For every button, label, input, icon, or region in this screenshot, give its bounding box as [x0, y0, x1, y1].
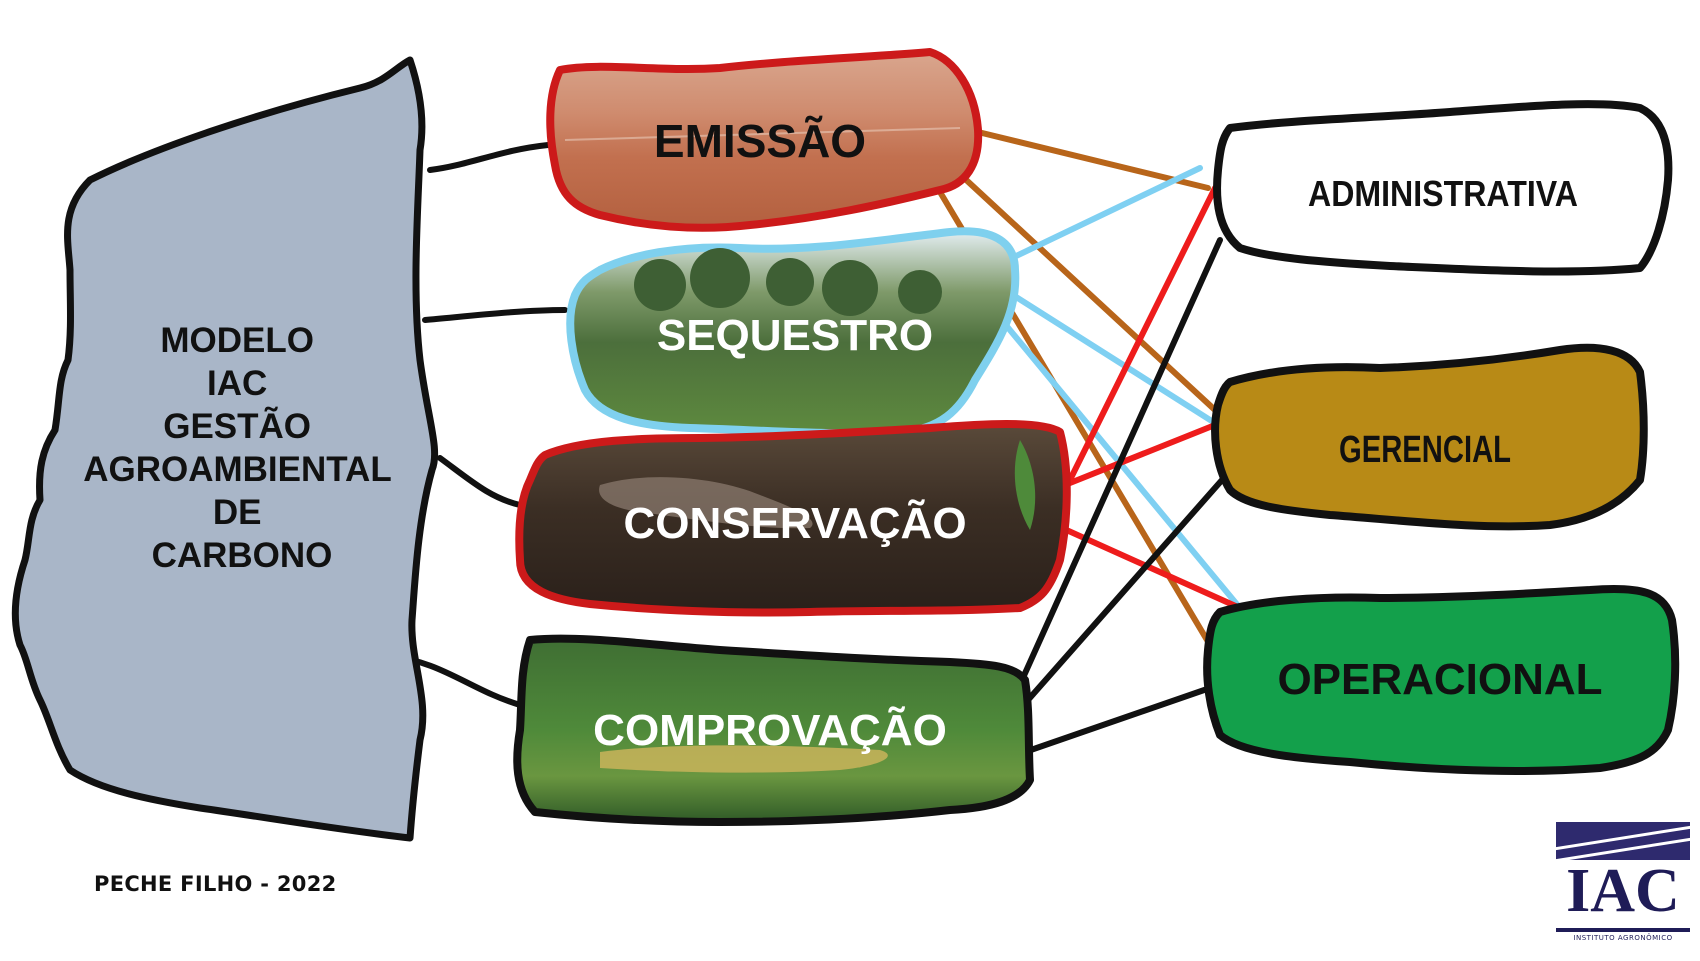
iac-logo: IAC INSTITUTO AGRONÔMICO — [1556, 822, 1690, 950]
conservacao-label: CONSERVAÇÃO — [623, 498, 966, 548]
stage-conservacao: CONSERVAÇÃO — [515, 420, 1071, 617]
model-line-4: AGROAMBIENTAL — [83, 450, 391, 489]
model-node: MODELO IAC GESTÃO AGROAMBIENTAL DE CARBO… — [11, 56, 439, 842]
model-line-6: CARBONO — [152, 536, 333, 575]
link-sequestro-administrativa — [1009, 165, 1203, 261]
stage-emissao: EMISSÃO — [546, 48, 983, 232]
link-comprovacao-administrativa — [1019, 237, 1223, 683]
link-comprovacao-gerencial — [1025, 477, 1225, 703]
model-line-5: DE — [213, 493, 262, 532]
logo-rule — [1556, 928, 1690, 932]
level-operacional: OPERACIONAL — [1203, 584, 1680, 775]
connector-model-emissao — [427, 142, 551, 173]
sequestro-label: SEQUESTRO — [657, 311, 933, 360]
emissao-label: EMISSÃO — [654, 115, 866, 167]
link-comprovacao-operacional — [1022, 685, 1213, 755]
conservacao-leaf — [1014, 440, 1036, 530]
logo-subtitle: INSTITUTO AGRONÔMICO — [1573, 934, 1673, 942]
operacional-blob — [1203, 584, 1680, 775]
link-conservacao-gerencial — [1062, 422, 1218, 488]
connector-model-conservacao — [437, 455, 523, 508]
connector-model-sequestro — [422, 307, 568, 323]
logo-band — [1556, 822, 1690, 860]
logo-text: IAC — [1566, 857, 1680, 925]
gerencial-label: GERENCIAL — [1339, 429, 1511, 471]
model-blob — [11, 56, 439, 842]
level-administrativa: ADMINISTRATIVA — [1213, 100, 1673, 276]
stage-comprovacao: COMPROVAÇÃO — [513, 634, 1034, 826]
model-line-3: GESTÃO — [163, 407, 311, 446]
link-sequestro-gerencial — [1002, 287, 1221, 428]
link-emissao-gerencial — [947, 162, 1218, 413]
link-emissao-administrativa — [975, 129, 1211, 191]
gerencial-blob — [1211, 343, 1648, 531]
link-conservacao-operacional — [1059, 525, 1243, 611]
author-credit: PECHE FILHO - 2022 — [94, 872, 337, 896]
emissao-blob — [546, 48, 983, 232]
administrativa-label: ADMINISTRATIVA — [1308, 173, 1578, 214]
model-line-2: IAC — [207, 364, 267, 403]
comprovacao-label: COMPROVAÇÃO — [593, 705, 947, 755]
operacional-label: OPERACIONAL — [1277, 655, 1602, 704]
comprovacao-field — [600, 745, 888, 773]
link-conservacao-administrativa — [1057, 185, 1218, 503]
level-gerencial: GERENCIAL — [1211, 343, 1648, 531]
comprovacao-blob — [513, 634, 1034, 826]
sequestro-trees — [634, 248, 942, 316]
emissao-horizon — [564, 127, 961, 141]
conservacao-hand — [599, 477, 813, 529]
administrativa-blob — [1213, 100, 1673, 276]
model-title: MODELO IAC GESTÃO AGROAMBIENTAL DE CARBO… — [83, 321, 401, 575]
model-line-1: MODELO — [160, 321, 314, 360]
stage-sequestro: SEQUESTRO — [566, 227, 1020, 438]
